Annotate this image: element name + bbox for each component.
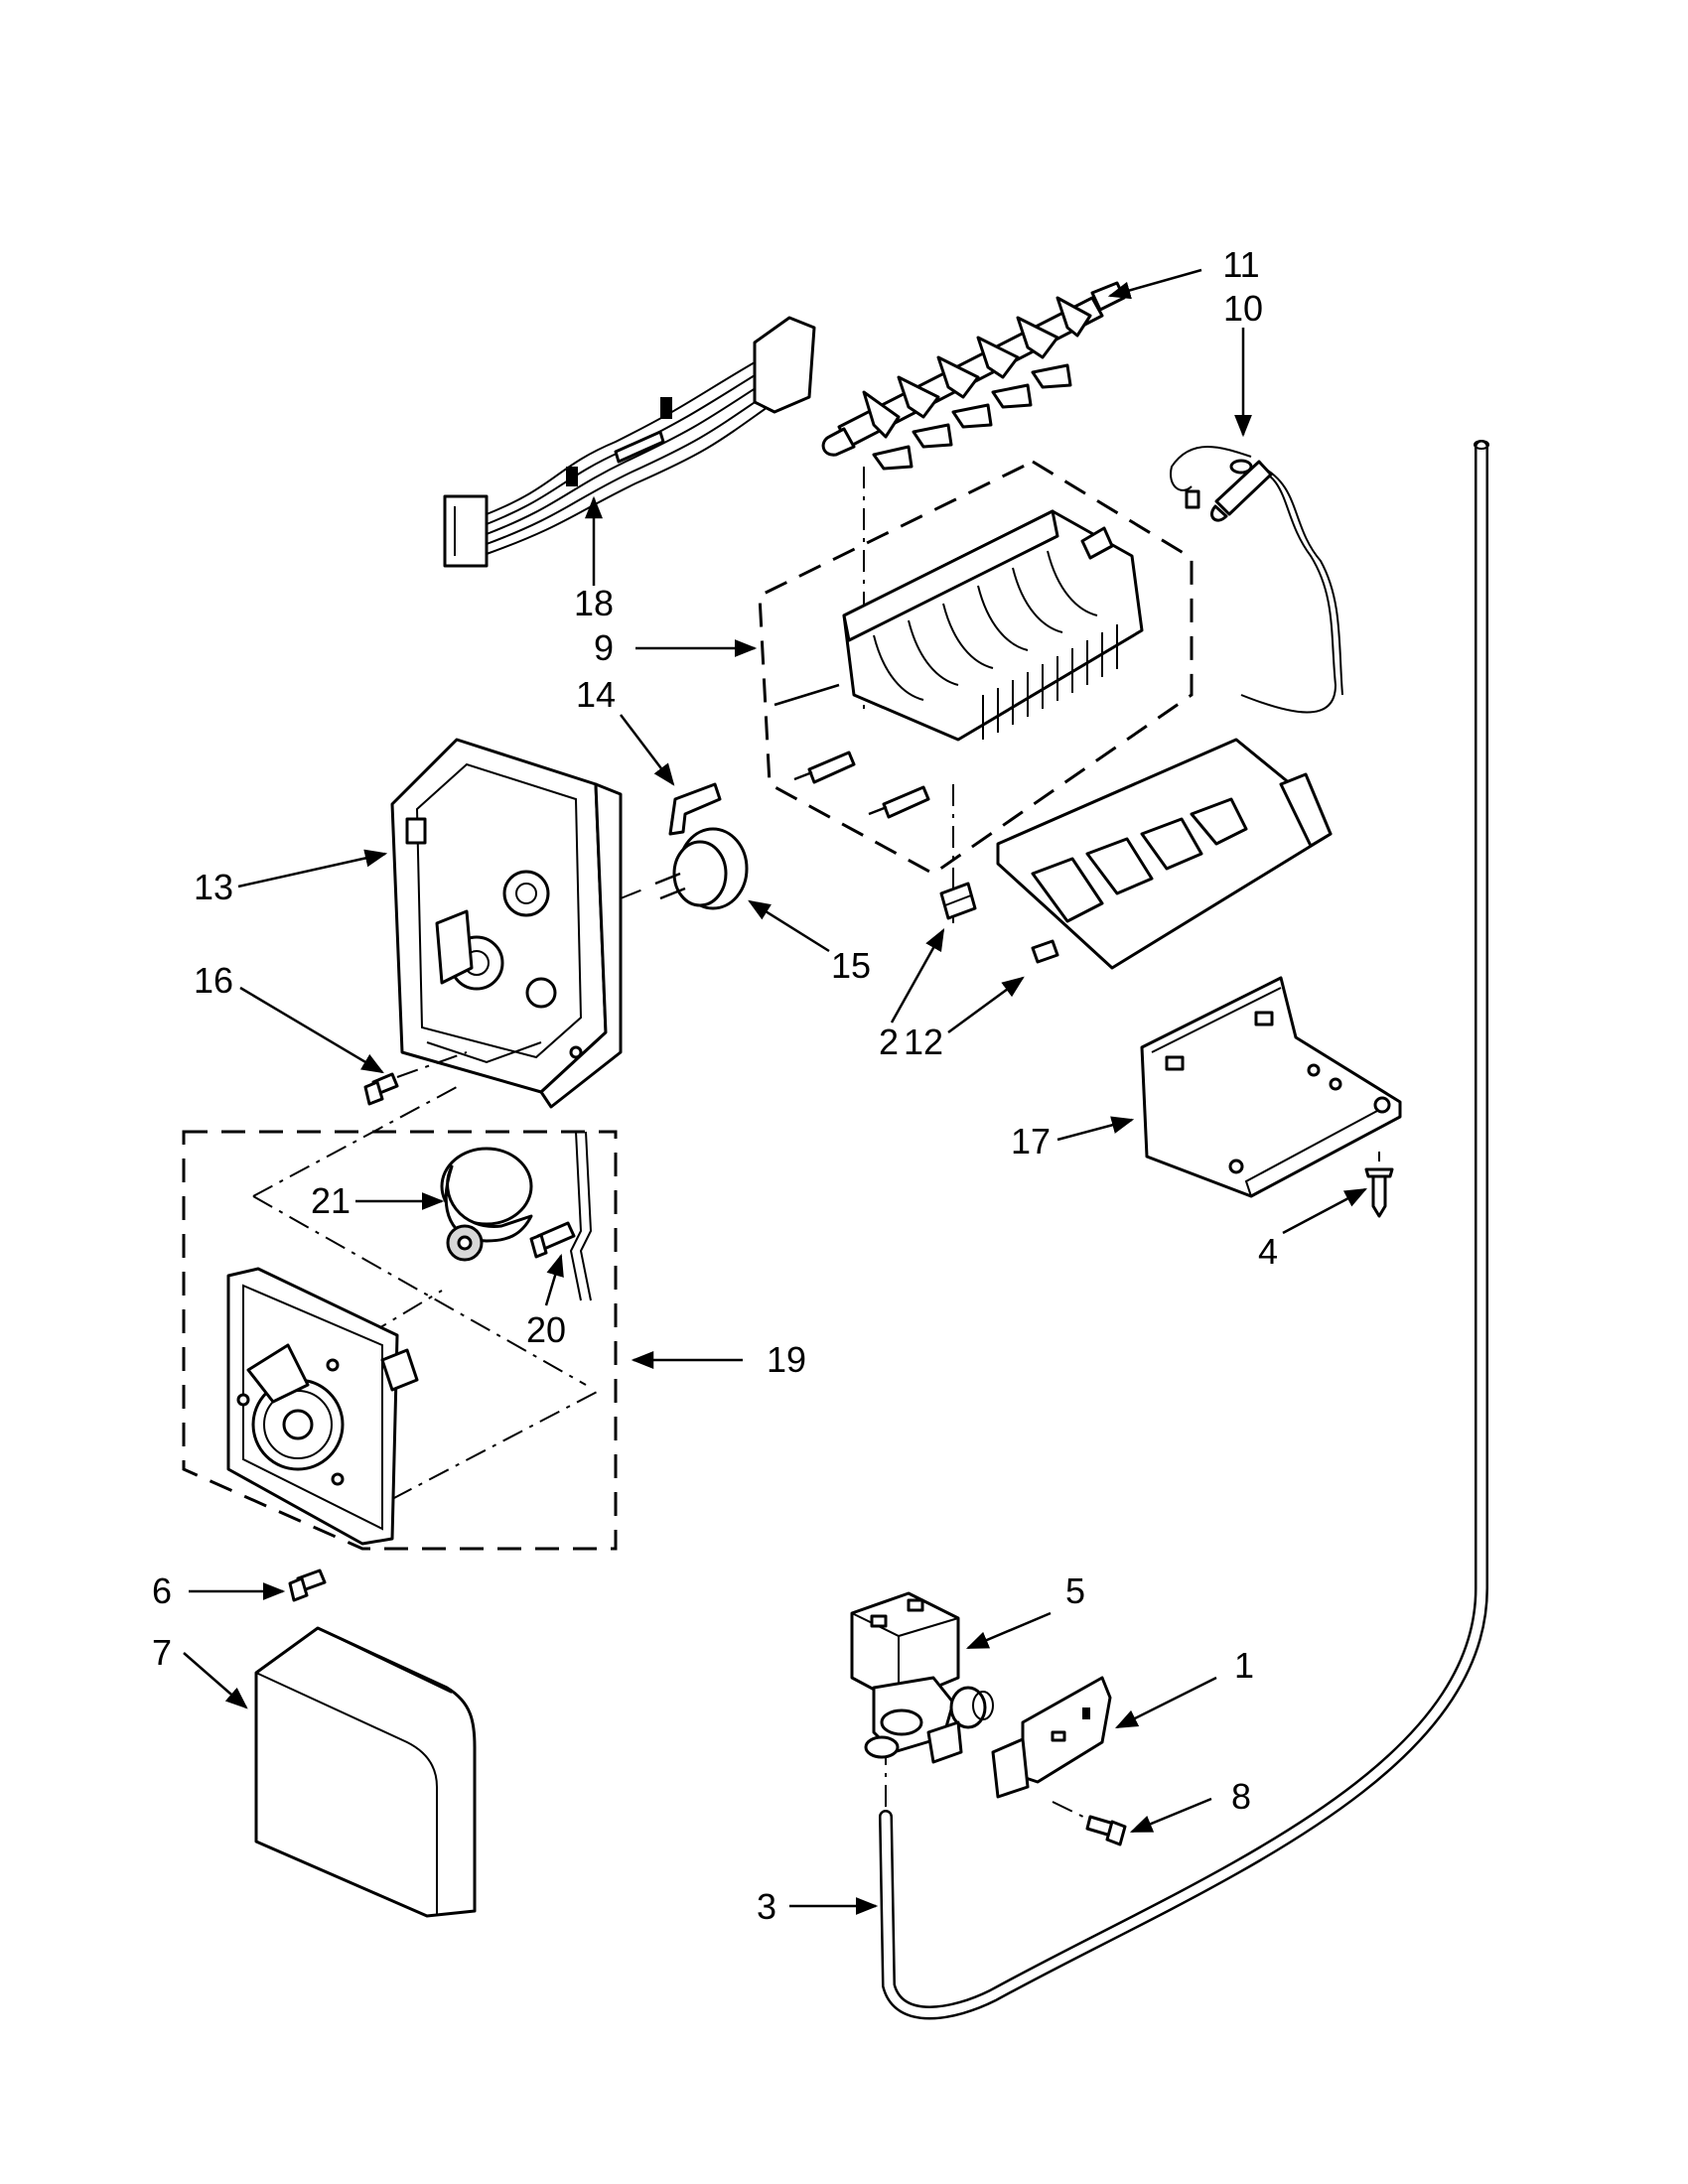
callout-1: 1 — [1234, 1645, 1254, 1686]
callout-14: 14 — [576, 674, 616, 715]
callout-5: 5 — [1065, 1570, 1085, 1611]
callout-19: 19 — [767, 1339, 806, 1380]
wire-harness — [443, 316, 816, 568]
callout-8: 8 — [1231, 1776, 1251, 1817]
thermostat — [620, 827, 749, 910]
leader-arrows — [183, 268, 1367, 1915]
callout-12: 12 — [904, 1022, 943, 1062]
screw-16 — [363, 1051, 468, 1106]
mold-heater-fins — [982, 624, 1118, 740]
callout-2: 2 — [879, 1022, 899, 1062]
callout-21: 21 — [311, 1180, 351, 1221]
screw-6 — [288, 1569, 327, 1602]
callout-20: 20 — [526, 1309, 566, 1350]
mounting-bracket — [1140, 976, 1402, 1198]
valve-bracket — [991, 1676, 1112, 1799]
screw-8 — [1052, 1801, 1127, 1846]
water-valve — [850, 1591, 994, 1764]
control-module-housing — [390, 738, 623, 1109]
callout-3: 3 — [757, 1886, 776, 1927]
callout-4: 4 — [1258, 1231, 1278, 1272]
callout-6: 6 — [152, 1570, 172, 1611]
callout-9: 9 — [594, 627, 614, 668]
callout-17: 17 — [1011, 1121, 1051, 1161]
drive-motor — [440, 1131, 593, 1301]
thermistor-sensor — [1170, 446, 1343, 714]
motor-gear-assembly — [182, 1086, 618, 1551]
screw-20 — [529, 1221, 576, 1259]
front-cover — [254, 1626, 477, 1918]
clip — [939, 882, 977, 920]
callout-13: 13 — [194, 867, 233, 907]
callout-15: 15 — [831, 945, 871, 986]
bracket-clip — [668, 782, 722, 836]
water-tube — [879, 440, 1489, 2020]
ice-mold-assembly — [758, 460, 1194, 923]
ejector-auger — [821, 281, 1126, 471]
screw-4 — [1364, 1152, 1394, 1218]
callout-11: 11 — [1222, 244, 1259, 285]
callout-10: 10 — [1223, 288, 1263, 329]
callout-16: 16 — [194, 960, 233, 1001]
ice-stripper — [996, 738, 1333, 970]
callout-7: 7 — [152, 1632, 172, 1673]
callout-18: 18 — [574, 583, 614, 623]
